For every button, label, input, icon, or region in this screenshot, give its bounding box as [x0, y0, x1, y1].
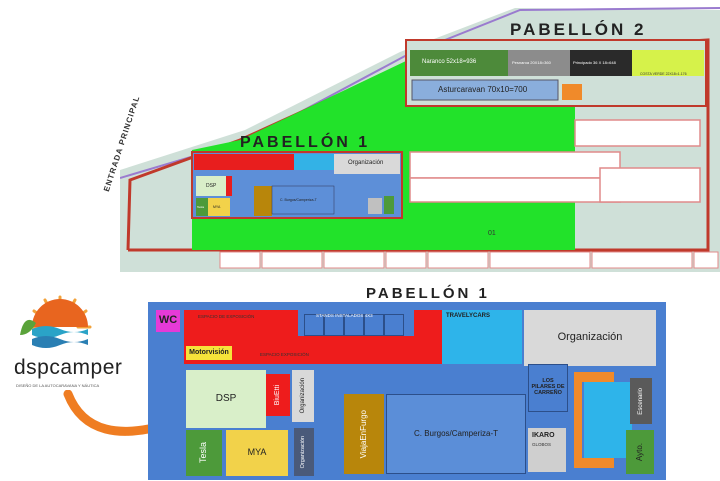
site-map: PABELLÓN 2 PABELLÓN 1 ENTRADA PRINCIPAL … — [102, 0, 720, 272]
logo-tagline: DISEÑO DE LA AUTOCARAVANA Y NÁUTICA — [16, 383, 100, 388]
mini-mya-label: MYA — [213, 205, 221, 209]
dspcamper-logo: dspcamper DISEÑO DE LA AUTOCARAVANA Y NÁ… — [0, 292, 140, 402]
stand-pesnaroa-label: Pesnaroa 20X18=360 — [512, 60, 551, 65]
stand-pesnaroa-block — [508, 50, 570, 76]
parking-strip-2 — [261, 251, 323, 269]
site-map-drawing — [119, 7, 720, 272]
mini-biuetti-block — [226, 176, 232, 196]
parking-strip-5 — [427, 251, 489, 269]
ikaro-sub-label: GLOBOS — [532, 442, 552, 447]
organizacion-vertical-stand-2: Organización — [294, 428, 314, 476]
wc-area: WC — [156, 310, 180, 332]
orange-stand-row-bottom — [574, 458, 614, 468]
parking-strip-8 — [693, 251, 719, 269]
mini-travelycars — [294, 154, 334, 170]
escenario-label: Escenario — [637, 387, 644, 415]
stand-cell — [344, 314, 364, 336]
stand-principado-label: Principado 36 X 18=648 — [573, 60, 616, 65]
pavilion1-title-mini: PABELLÓN 1 — [240, 134, 371, 151]
logo-brand-text: dspcamper — [14, 356, 123, 379]
mini-ayto-block — [384, 196, 394, 214]
parking-strip-1 — [219, 251, 261, 269]
stands-4x3-label: STANDS INSTALADOS 4X3 — [316, 313, 373, 318]
mini-burgos-block — [271, 185, 335, 215]
escenario-stage: Escenario — [630, 378, 652, 424]
travelycars-label: TRAVELYCARS — [446, 313, 491, 319]
mini-tesla-block — [196, 198, 208, 216]
organizacion-vertical-label-2: Organización — [300, 435, 307, 469]
organizacion-label: Organización — [557, 331, 623, 344]
stand-principado-block — [570, 50, 632, 76]
mya-label: MYA — [247, 447, 267, 458]
dsp-stand: DSP — [186, 370, 266, 428]
ikaro-stand — [528, 428, 566, 472]
pavilion2-title: PABELLÓN 2 — [510, 20, 647, 39]
wc-label: WC — [158, 314, 178, 327]
ayto-label: Ayto. — [634, 442, 644, 462]
dsp-label: DSP — [215, 392, 237, 404]
ikaro-label: IKARO — [532, 432, 555, 439]
biuetti-label: BiuEtti — [274, 384, 282, 406]
stand-asturcaravan-block — [411, 79, 559, 101]
empty-plot-1 — [409, 151, 621, 179]
stand-cell — [304, 314, 324, 336]
exhibition-label-top: ESPACIO DE EXPOSICIÓN — [198, 314, 255, 319]
pavilion1-floor-plan: WC ESPACIO DE EXPOSICIÓN ESPACIO EXPOSIC… — [148, 302, 666, 480]
mini-dsp-block — [196, 176, 226, 196]
pavilion1-title: PABELLÓN 1 — [366, 285, 490, 302]
parking-strip-6 — [489, 251, 591, 269]
parking-strip-4 — [385, 251, 427, 269]
biuetti-stand: BiuEtti — [266, 374, 290, 416]
viajaenfurgo-stand: ViajaEnFurgo — [344, 394, 384, 474]
mini-ikaro-block — [368, 198, 382, 214]
stand-orange-small — [562, 84, 582, 100]
stands-4x3-area — [298, 310, 414, 336]
empty-plot-3 — [574, 119, 701, 147]
stand-naranco-block — [410, 50, 508, 76]
organizacion-vertical-stand: Organización — [292, 370, 314, 422]
mini-burgos-label: C. Burgos/Camperiza-T — [280, 198, 317, 202]
mini-organizacion-block — [334, 154, 400, 174]
orange-stand-col-left — [574, 382, 582, 458]
empty-plot-2 — [409, 177, 621, 203]
motorvision-label: Motorvisión — [189, 349, 229, 357]
mini-mya-block — [208, 198, 230, 216]
mini-dsp-label: DSP — [206, 183, 217, 189]
stand-asturcaravan-label: Asturcaravan 70x10=700 — [438, 85, 528, 94]
mya-stand: MYA — [226, 430, 288, 476]
stand-costa-label: COSTA VERDE 22X18=1.176 — [640, 72, 687, 76]
tesla-label: Tesla — [198, 442, 209, 464]
stand-cell — [364, 314, 384, 336]
motorvision-stand: Motorvisión — [186, 346, 232, 360]
mini-viaja-block — [254, 186, 272, 216]
mini-red-top — [194, 154, 294, 170]
empty-plot-4 — [599, 167, 701, 203]
cyan-area — [584, 382, 632, 458]
tesla-stand: Tesla — [186, 430, 222, 476]
mini-tesla-label: Tesla — [197, 205, 205, 209]
organizacion-area: Organización — [524, 310, 656, 366]
travelycars-stand — [442, 310, 522, 364]
stand-naranco-label: Naranco 52x18=936 — [422, 59, 477, 65]
ayto-stand: Ayto. — [626, 430, 654, 474]
stand-costa-block — [632, 50, 704, 76]
burgos-stand: C. Burgos/Camperiza-T — [386, 394, 526, 474]
orange-stand-row — [574, 372, 614, 382]
organizacion-vertical-label: Organización — [299, 378, 306, 414]
parking-strip-3 — [323, 251, 385, 269]
logo-sun-icon — [20, 295, 92, 348]
los-pilares-stand: LOS PILARES DE CARREÑO — [528, 364, 568, 412]
mini-organizacion-label: Organización — [348, 160, 384, 166]
parking-strip-7 — [591, 251, 693, 269]
stand-cell — [384, 314, 404, 336]
viajaenfurgo-label: ViajaEnFurgo — [358, 409, 368, 459]
exhibition-label-mid: ESPACIO EXPOSICIÓN — [260, 352, 309, 357]
stand-cell — [324, 314, 344, 336]
burgos-label: C. Burgos/Camperiza-T — [413, 428, 499, 438]
plot-number: 01 — [488, 230, 496, 237]
los-pilares-label: LOS PILARES DE CARREÑO — [531, 378, 565, 396]
